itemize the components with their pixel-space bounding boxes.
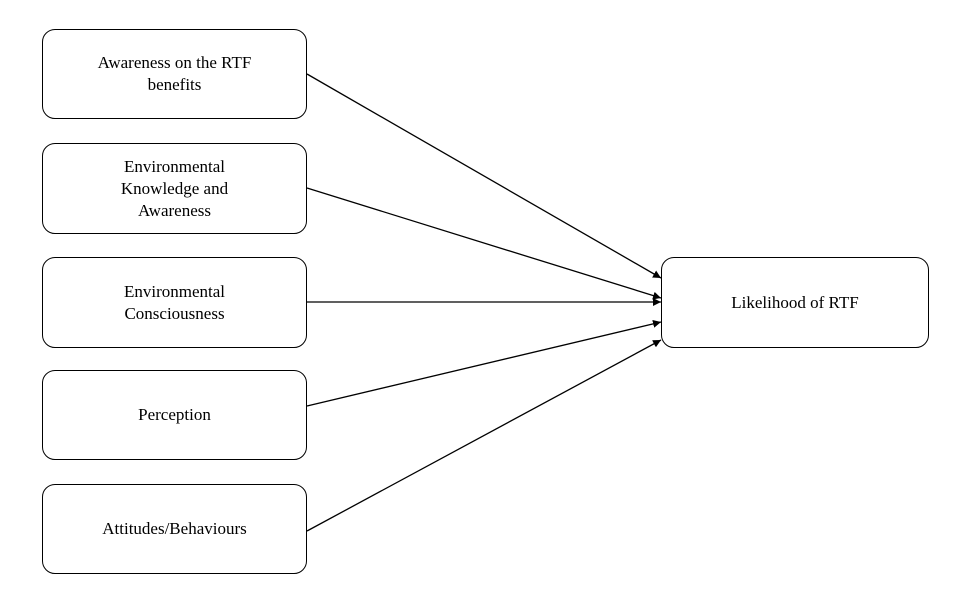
node-label: Environmental Knowledge and Awareness xyxy=(120,156,229,220)
node-attitudes-behaviours: Attitudes/Behaviours xyxy=(42,484,307,574)
arrow-perception-to-likelihood xyxy=(306,319,662,407)
node-label: Awareness on the RTF benefits xyxy=(97,53,252,94)
node-environmental-consciousness: Environmental Consciousness xyxy=(42,257,307,348)
node-environmental-knowledge-awareness: Environmental Knowledge and Awareness xyxy=(42,143,307,234)
arrow-awareness-to-likelihood xyxy=(306,73,662,279)
node-label: Perception xyxy=(138,405,211,424)
arrow-attitudes-to-likelihood xyxy=(306,339,662,532)
node-perception: Perception xyxy=(42,370,307,460)
node-label: Attitudes/Behaviours xyxy=(102,519,247,538)
node-likelihood-of-rtf: Likelihood of RTF xyxy=(661,257,929,348)
node-label: Likelihood of RTF xyxy=(731,292,859,312)
arrow-environmental-knowledge-to-likelihood xyxy=(306,187,662,300)
node-awareness-rtf-benefits: Awareness on the RTF benefits xyxy=(42,29,307,119)
node-label: Environmental Consciousness xyxy=(123,281,226,323)
